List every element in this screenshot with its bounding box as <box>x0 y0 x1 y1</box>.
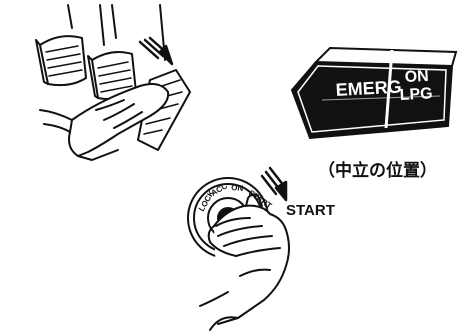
fuel-selector-switch: EMERG ON LPG <box>292 48 456 138</box>
emerg-label: EMERG <box>335 77 402 100</box>
ignition-position-on: ON <box>231 183 244 193</box>
switch-position-caption: （中立の位置） <box>318 160 437 181</box>
on-label: ON <box>404 68 429 86</box>
clutch-pedal <box>36 36 86 85</box>
ignition-illustration: LOCK ACC ON START <box>188 168 289 330</box>
press-arrow-icon <box>140 38 172 64</box>
pedal-foot-illustration <box>36 5 190 160</box>
lpg-label: LPG <box>399 85 433 104</box>
start-label: START <box>286 202 335 219</box>
turn-arrow-icon <box>262 168 286 200</box>
